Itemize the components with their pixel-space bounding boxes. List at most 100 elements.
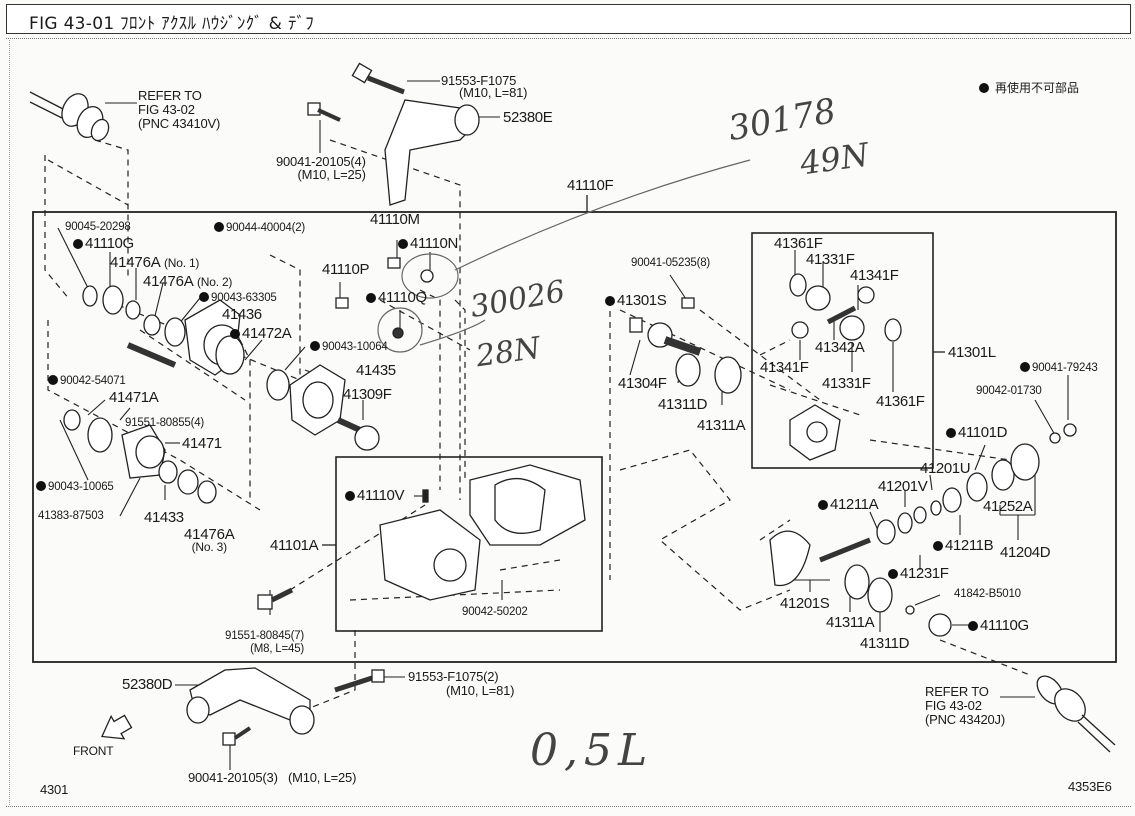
part-90043-10064[interactable]: 90043-10064 — [310, 341, 388, 354]
part-number: 91553-F1075(2) — [408, 669, 499, 684]
top-divider — [6, 38, 1131, 39]
part-note: (No. 3) — [191, 540, 227, 554]
part-41342a[interactable]: 41342A — [815, 339, 865, 356]
part-spec: (M8, L=45) — [250, 643, 305, 655]
figure-title-bar: FIG 43-01 ﾌﾛﾝﾄ ｱｸｽﾙ ﾊｳｼﾞﾝｸﾞ & ﾃﾞﾌ — [6, 4, 1131, 34]
part-41301s[interactable]: 41301S — [605, 293, 667, 308]
part-91553-f1075-top[interactable]: 91553-F1075(M10, L=81) — [441, 73, 528, 100]
part-90045-20298[interactable]: 90045-20298 — [65, 221, 131, 233]
part-41201s[interactable]: 41201S — [780, 595, 830, 612]
front-arrow-icon — [101, 714, 133, 740]
part-41476a-no2[interactable]: 41476A (No. 2) — [143, 274, 232, 289]
part-90041-20105-3[interactable]: 90041-20105(3) (M10, L=25) — [188, 771, 356, 784]
part-41476a-no1[interactable]: 41476A (No. 1) — [110, 255, 199, 270]
part-note: (No. 1) — [163, 256, 200, 270]
part-41331f-bottom[interactable]: 41331F — [822, 375, 871, 392]
part-41110n[interactable]: 41110N — [398, 236, 458, 251]
part-41311a-bottom[interactable]: 41311A — [826, 614, 875, 631]
part-41110f[interactable]: 41110F — [567, 177, 614, 194]
page-code-right: 4353E6 — [1068, 779, 1112, 794]
part-91553-f1075-bottom[interactable]: 91553-F1075(2)(M10, L=81) — [408, 670, 514, 698]
bottom-divider — [6, 806, 1131, 807]
part-41110q[interactable]: 41110Q — [366, 290, 427, 305]
housing-box-41101A — [335, 456, 603, 632]
part-41436[interactable]: 41436 — [222, 306, 262, 323]
part-number: 41476A — [184, 526, 235, 543]
front-label: FRONT — [73, 744, 114, 758]
part-41301l[interactable]: 41301L — [948, 344, 996, 361]
assembly-frame-41110F — [32, 211, 1117, 663]
part-spec: (M10, L=25) — [287, 770, 357, 785]
part-90043-10065[interactable]: 90043-10065 — [36, 481, 114, 494]
part-90042-54071[interactable]: 90042-54071 — [48, 375, 126, 388]
part-41311d-top[interactable]: 41311D — [658, 396, 708, 413]
part-90042-01730[interactable]: 90042-01730 — [976, 385, 1042, 397]
part-41476a-no3[interactable]: 41476A(No. 3) — [184, 526, 235, 554]
part-41231f[interactable]: 41231F — [888, 566, 949, 581]
ref-left-line3: (PNC 43410V) — [138, 116, 221, 131]
part-41331f-top[interactable]: 41331F — [806, 251, 855, 268]
filled-circle-icon — [979, 83, 989, 93]
part-41101a[interactable]: 41101A — [270, 537, 319, 554]
ref-left-line2: FIG 43-02 — [138, 102, 195, 117]
part-41361f-top[interactable]: 41361F — [774, 235, 823, 252]
part-52380d[interactable]: 52380D — [122, 676, 173, 693]
page-code-left: 4301 — [40, 782, 69, 797]
part-41361f-bottom[interactable]: 41361F — [876, 393, 925, 410]
part-41110m[interactable]: 41110M — [370, 211, 420, 228]
part-41341f-bottom[interactable]: 41341F — [760, 359, 809, 376]
part-41110g-right[interactable]: 41110G — [968, 618, 1029, 633]
part-52380e[interactable]: 52380E — [503, 109, 553, 126]
part-41110p[interactable]: 41110P — [322, 261, 370, 278]
part-41842-b5010[interactable]: 41842-B5010 — [954, 588, 1021, 600]
part-41201u[interactable]: 41201U — [920, 460, 971, 477]
part-spec: (M10, L=25) — [297, 167, 366, 182]
part-90042-50202[interactable]: 90042-50202 — [462, 606, 528, 618]
part-90041-20105-4[interactable]: 90041-20105(4)(M10, L=25) — [276, 155, 366, 181]
part-41472a[interactable]: 41472A — [230, 326, 292, 341]
part-spec: (M10, L=81) — [446, 683, 515, 698]
part-90044-40004[interactable]: 90044-40004(2) — [214, 222, 305, 235]
diff-case-box-41301L — [751, 232, 934, 469]
part-90041-79243[interactable]: 90041-79243 — [1020, 362, 1098, 375]
part-41471a[interactable]: 41471A — [109, 389, 159, 406]
part-41211b[interactable]: 41211B — [933, 538, 994, 553]
part-41110g-left[interactable]: 41110G — [73, 236, 134, 251]
part-41304f[interactable]: 41304F — [618, 375, 667, 392]
figure-title: FIG 43-01 ﾌﾛﾝﾄ ｱｸｽﾙ ﾊｳｼﾞﾝｸﾞ & ﾃﾞﾌ — [29, 14, 315, 34]
part-90041-05235[interactable]: 90041-05235(8) — [631, 257, 711, 269]
part-number: 41476A — [143, 273, 194, 290]
part-41309f[interactable]: 41309F — [343, 386, 392, 403]
ref-right-line1: REFER TO — [925, 684, 989, 699]
part-number: 90041-20105(3) — [188, 770, 278, 785]
part-41201v[interactable]: 41201V — [878, 478, 928, 495]
part-41433[interactable]: 41433 — [144, 509, 184, 526]
part-41341f-top[interactable]: 41341F — [850, 267, 899, 284]
part-41311a-top[interactable]: 41311A — [697, 417, 746, 434]
left-margin-line — [9, 40, 10, 805]
ref-right[interactable]: REFER TO FIG 43-02 (PNC 43420J) — [925, 685, 1005, 727]
part-number: 41476A — [110, 254, 161, 271]
part-note: (No. 2) — [196, 275, 233, 289]
part-number: 91553-F1075 — [441, 73, 517, 88]
handwritten-note-0-5l: 0,5L — [530, 725, 654, 776]
part-90043-63305[interactable]: 90043-63305 — [199, 292, 277, 305]
legend-text: 再使用不可部品 — [995, 81, 1080, 95]
part-41101d[interactable]: 41101D — [946, 425, 1007, 440]
part-91551-80855[interactable]: 91551-80855(4) — [125, 417, 205, 429]
part-41383-87503[interactable]: 41383-87503 — [38, 510, 104, 522]
ref-right-line3: (PNC 43420J) — [925, 712, 1005, 727]
part-41204d[interactable]: 41204D — [1000, 544, 1051, 561]
part-91551-80845[interactable]: 91551-80845(7)(M8, L=45) — [225, 630, 304, 656]
ref-left-line1: REFER TO — [138, 88, 202, 103]
part-41435[interactable]: 41435 — [356, 362, 396, 379]
part-spec: (M10, L=81) — [459, 85, 528, 100]
part-41211a[interactable]: 41211A — [818, 497, 879, 512]
part-41471[interactable]: 41471 — [182, 435, 222, 452]
ref-left[interactable]: REFER TO FIG 43-02 (PNC 43410V) — [138, 89, 220, 131]
part-41110v[interactable]: 41110V — [345, 488, 404, 503]
part-41252a[interactable]: 41252A — [983, 498, 1033, 515]
part-41311d-bottom[interactable]: 41311D — [860, 635, 910, 652]
